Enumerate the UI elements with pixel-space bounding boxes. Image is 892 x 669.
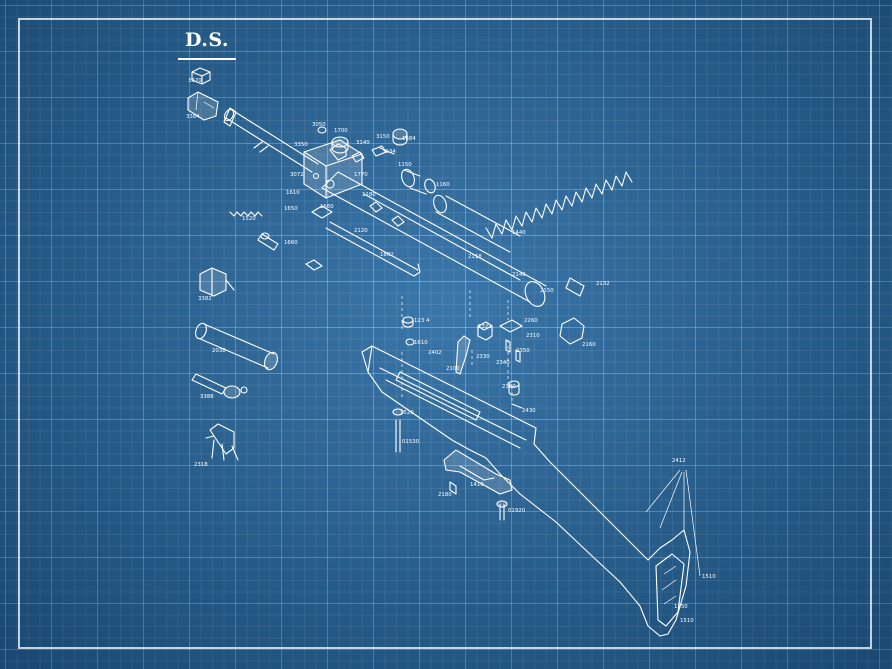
muzzle-part [187, 91, 219, 121]
label-1520b: 1520 [400, 410, 414, 416]
label-2180: 2180 [438, 492, 452, 498]
label-2260: 2260 [524, 318, 538, 324]
label-2140: 2140 [512, 272, 526, 278]
label-1660: 1660 [320, 204, 334, 210]
label-2318: 2318 [194, 462, 208, 468]
label-1510: 1510 [702, 574, 716, 580]
safety-lever-part [191, 373, 248, 399]
title-underline [178, 58, 236, 60]
trigger-guard [443, 449, 513, 495]
label-1410: 1410 [470, 482, 484, 488]
rear-sight-parts [317, 126, 408, 163]
label-2038: 2038 [212, 348, 226, 354]
label-3350: 3350 [294, 142, 308, 148]
trigger-housing-part [199, 267, 235, 297]
label-1684: 1684 [402, 136, 416, 142]
label-1610b: 1610 [414, 340, 428, 346]
label-1234: 123 4 [414, 318, 430, 324]
label-2322: 2322 [478, 324, 492, 330]
breech-block [303, 139, 363, 199]
label-2118: 2118 [468, 254, 482, 260]
label-1802: 1802 [380, 252, 394, 258]
rifle-stock [361, 345, 701, 637]
air-cylinder-part [195, 322, 278, 371]
piston-pin-part [257, 232, 279, 251]
label-2120: 2120 [354, 228, 368, 234]
label-1660b: 1660 [284, 240, 298, 246]
label-2340: 2340 [496, 360, 510, 366]
label-1520: 1520 [242, 216, 256, 222]
label-2330: 2330 [476, 354, 490, 360]
label-3370: 3370 [188, 78, 202, 84]
mainspring [485, 171, 633, 297]
trigger-assembly-part [205, 423, 239, 461]
label-3134: 3134 [382, 149, 396, 155]
label-01530: 01530 [402, 439, 420, 445]
label-2402: 2402 [428, 350, 442, 356]
label-1440: 1440 [512, 230, 526, 236]
label-2430: 2430 [522, 408, 536, 414]
label-1180: 1180 [362, 192, 376, 198]
front-sight-part [191, 67, 211, 85]
part-labels: 3370 3384 3050 1700 3140 3150 1684 3350 … [186, 78, 716, 624]
label-2350: 2350 [516, 348, 530, 354]
label-3384: 3384 [186, 114, 200, 120]
sheet-border [18, 18, 872, 649]
label-1770: 1770 [354, 172, 368, 178]
receiver-tube [321, 171, 547, 307]
label-2160: 2160 [582, 342, 596, 348]
label-2150: 2150 [540, 288, 554, 294]
label-3388: 3388 [200, 394, 214, 400]
label-2310: 2310 [526, 333, 540, 339]
label-1650: 1650 [284, 206, 298, 212]
label-2132: 2132 [596, 281, 610, 287]
cocking-lever [305, 205, 421, 277]
label-2100: 2100 [446, 366, 460, 372]
drawing-title: D.S. [184, 29, 230, 51]
label-1250: 1250 [674, 604, 688, 610]
label-1150: 1150 [398, 162, 412, 168]
trigger-internals [402, 316, 523, 409]
label-1610: 1610 [286, 190, 300, 196]
label-3382: 3382 [198, 296, 212, 302]
label-3140: 3140 [356, 140, 370, 146]
label-1160: 1160 [436, 182, 450, 188]
label-3150: 3150 [376, 134, 390, 140]
compression-cylinder [401, 168, 521, 253]
label-1700: 1700 [334, 128, 348, 134]
small-spring-part [229, 211, 263, 217]
label-3050: 3050 [312, 122, 326, 128]
label-3072: 3072 [290, 172, 304, 178]
label-2300: 2300 [502, 384, 516, 390]
label-01920: 01920 [508, 508, 526, 514]
label-1510b: 1510 [680, 618, 694, 624]
label-2412: 2412 [672, 458, 686, 464]
screws [392, 317, 585, 521]
